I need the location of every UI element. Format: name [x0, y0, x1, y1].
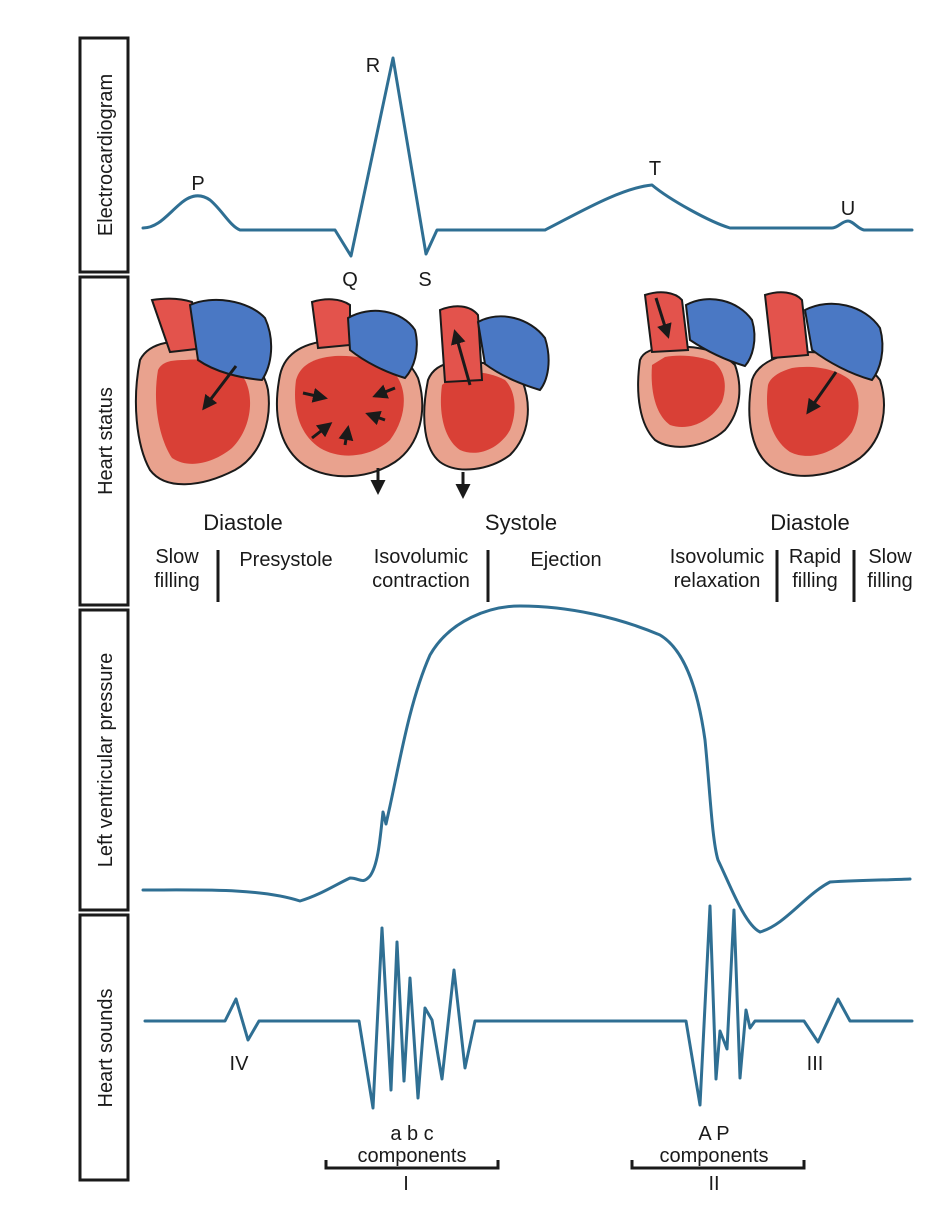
panel-lv-pressure: Left ventricular pressure — [78, 608, 130, 912]
sound-label-iv: IV — [230, 1053, 250, 1075]
heart-sounds-trace — [143, 904, 914, 1110]
ecg-trace — [141, 56, 914, 258]
ecg-label-t: T — [649, 158, 661, 180]
subphase-rapid-filling-line2: filling — [792, 570, 838, 592]
lv-pressure-curve — [141, 604, 912, 934]
subphase-presystole: Presystole — [239, 549, 332, 571]
panel-title-heart-status: Heart status — [95, 387, 117, 495]
second-sound-label: II — [708, 1173, 719, 1195]
panel-title-heart-sounds: Heart sounds — [95, 989, 117, 1108]
ecg-label-r: R — [366, 55, 380, 77]
subphase-slow-filling-left-line2: filling — [154, 570, 200, 592]
first-sound-components-letters: a b c — [390, 1123, 433, 1145]
first-sound-bracket — [324, 1160, 500, 1170]
ecg-label-u: U — [841, 198, 855, 220]
heart-illustration-3 — [423, 305, 550, 499]
first-sound-components-word: components — [358, 1145, 467, 1167]
phase-label-diastole-left: Diastole — [203, 510, 282, 535]
subphase-isovolumic-contraction-line1: Isovolumic — [374, 546, 468, 568]
panel-heart-status: Heart status — [78, 275, 130, 607]
sound-label-iii: III — [807, 1053, 824, 1075]
ecg-label-q: Q — [342, 269, 358, 291]
panel-title-ecg: Electrocardiogram — [95, 74, 117, 236]
panel-heart-sounds: Heart sounds — [78, 913, 130, 1182]
subphase-isovolumic-contraction-line2: contraction — [372, 570, 470, 592]
subphase-slow-filling-right-line1: Slow — [868, 546, 912, 568]
heart-illustration-1 — [134, 297, 273, 486]
heart-illustration-4 — [637, 291, 756, 448]
panel-ecg: Electrocardiogram — [78, 36, 130, 274]
second-sound-components-letters: A P — [698, 1123, 729, 1145]
subphase-slow-filling-right-line2: filling — [867, 570, 913, 592]
subphase-rapid-filling-line1: Rapid — [789, 546, 841, 568]
panel-title-lv-pressure: Left ventricular pressure — [95, 653, 117, 868]
phase-label-systole: Systole — [485, 510, 557, 535]
ecg-label-p: P — [191, 173, 204, 195]
second-sound-bracket — [630, 1160, 806, 1170]
phase-label-diastole-right: Diastole — [770, 510, 849, 535]
heart-illustration-2 — [276, 298, 424, 495]
subphase-ejection: Ejection — [530, 549, 601, 571]
subphase-isovolumic-relaxation-line2: relaxation — [674, 570, 761, 592]
ecg-label-s: S — [418, 269, 431, 291]
first-sound-label: I — [403, 1173, 409, 1195]
second-sound-components-word: components — [660, 1145, 769, 1167]
subphase-isovolumic-relaxation-line1: Isovolumic — [670, 546, 764, 568]
heart-illustration-5 — [748, 291, 885, 477]
subphase-slow-filling-left-line1: Slow — [155, 546, 199, 568]
